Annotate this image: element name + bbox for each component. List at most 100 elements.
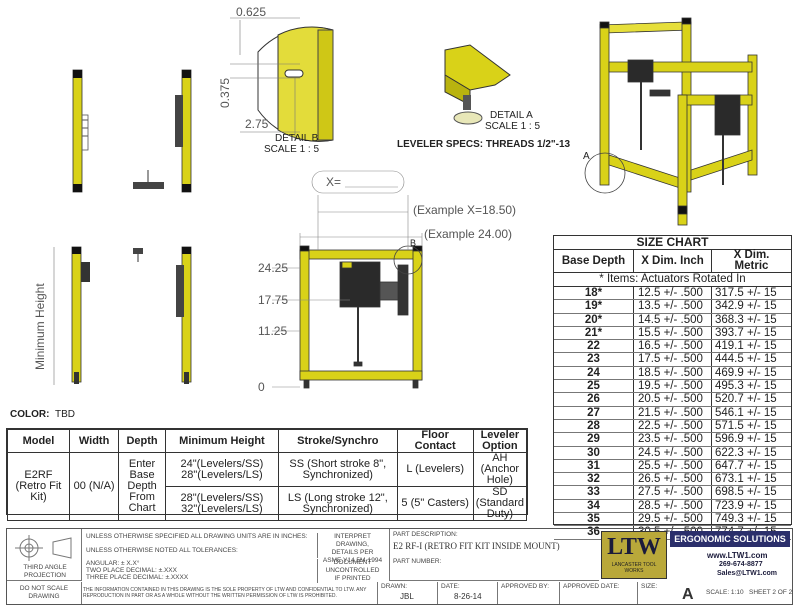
part-number-label: PART NUMBER: [393,558,442,565]
size-chart-x-inch: 23.5 +/- .500 [634,433,712,446]
opt-depth: Enter Base Depth From Chart [118,452,166,521]
size-chart-base-depth: 31 [554,459,634,473]
no-scale-label: DO NOT SCALE DRAWING [7,582,82,604]
iso-callout-circle-a [584,152,626,194]
opt-col-stroke: Stroke/Synchro [278,429,398,453]
size-chart-base-depth: 25 [554,380,634,393]
projection-cell: THIRD ANGLE PROJECTION [7,529,82,581]
size-chart-x-metric: 571.5 +/- 15 [715,419,777,432]
ltw-logo-sub: LANCASTER TOOL WORKS [611,562,657,574]
opt-floor-2: 5 (5" Casters) [396,486,474,521]
approved-by-label: APPROVED BY: [501,583,550,590]
detail-a-title: DETAIL A [490,110,533,121]
ltw-logo: LTW LANCASTER TOOL WORKS [601,531,667,579]
size-chart-title: SIZE CHART [554,236,791,250]
drawn-by: JBL [400,592,414,601]
size-chart-base-depth: 26 [554,393,634,406]
front-example-width: (Example 24.00) [424,227,512,241]
size-chart-x-inch: 18.5 +/- .500 [634,366,712,380]
opt-col-width: Width [68,429,120,453]
size-chart-base-depth: 27 [554,406,634,419]
size-chart-base-depth: 22 [554,340,634,353]
size-chart-x-inch: 25.5 +/- .500 [634,459,712,473]
leveler-specs: LEVELER SPECS: THREADS 1/2"-13 [397,139,571,150]
front-example-x: (Example X=18.50) [413,203,516,217]
size-chart-x-metric: 495.3 +/- 15 [715,380,777,393]
size-chart-x-inch: 19.5 +/- .500 [634,380,712,393]
top-view-right-frame [175,69,192,193]
scale-value: SCALE: 1:10 [706,589,744,596]
size-chart-base-depth: 20* [554,313,634,326]
size-chart-x-inch: 26.5 +/- .500 [634,473,712,486]
date-value: 8-26-14 [454,592,482,601]
size-chart-base-depth: 24 [554,366,634,380]
units-note: UNLESS OTHERWISE SPECIFIED ALL DRAWING U… [86,533,308,540]
options-table: Model Width Depth Minimum Height Stroke/… [6,428,528,521]
confidential-note: THE INFORMATION CONTAINED IN THIS DRAWIN… [83,587,367,599]
size-chart-x-metric: 520.7 +/- 15 [715,393,777,406]
opt-floor-1: L (Levelers) [396,452,474,487]
web-address: www.LTW1.com [707,551,768,560]
size-chart-base-depth: 23 [554,353,634,366]
size-chart-x-inch: 20.5 +/- .500 [634,393,712,406]
size-chart-col-x-inch: X Dim. Inch [634,250,712,272]
size-chart-x-metric: 622.3 +/- 15 [715,446,777,459]
size-chart-x-metric: 723.9 +/- 15 [715,499,777,512]
size-chart-base-depth: 33 [554,486,634,499]
size-chart-base-depth: 34 [554,499,634,513]
detail-b-dim-top: 0.625 [236,5,266,19]
opt-col-floor: Floor Contact [396,429,474,453]
size-chart: SIZE CHART Base Depth X Dim. Inch X Dim.… [553,235,792,540]
projection-icon [15,535,72,561]
opt-leveler-1: AH (Anchor Hole) [472,452,528,487]
options-header-row: Model Width Depth Minimum Height Stroke/… [7,429,528,453]
size-chart-x-inch: 22.5 +/- .500 [634,419,712,433]
size-chart-x-metric: 698.5 +/- 15 [715,486,777,499]
size-chart-base-depth: 32 [554,473,634,486]
size-chart-x-metric: 596.9 +/- 15 [715,433,777,446]
size-chart-x-inch: 28.5 +/- .500 [634,499,712,513]
opt-model: E2RF (Retro Fit Kit) [7,452,70,521]
front-view-frame [299,245,423,389]
size-chart-x-metric: 393.7 +/- 15 [715,326,777,339]
phone-number: 269-674-8877 [719,561,763,568]
detail-b-title: DETAIL B [275,133,319,144]
ltw-logo-text: LTW [607,534,661,560]
size-chart-x-inch: 21.5 +/- .500 [634,406,712,419]
size-chart-note: * Items: Actuators Rotated In [554,273,791,287]
size-cell: SIZE: A [637,582,705,604]
date-cell: DATE: 8-26-14 [437,582,497,604]
height-dim-4: 0 [258,380,265,394]
opt-stroke-1: SS (Short stroke 8", Synchronized) [278,452,398,487]
opt-width: 00 (N/A) [68,452,120,521]
date-label: DATE: [441,583,460,590]
size-chart-x-inch: 14.5 +/- .500 [634,313,712,326]
size-chart-x-inch: 12.5 +/- .500 [634,287,712,300]
detail-b-dim-side: 0.375 [218,78,232,108]
opt-stroke-2: LS (Long stroke 12", Synchronized) [278,486,398,521]
size-chart-x-inch: 16.5 +/- .500 [634,340,712,353]
size-label: SIZE: [641,583,658,590]
side-handle-left [81,114,89,151]
iso-frame [599,17,758,226]
height-dim-1: 24.25 [258,261,288,275]
opt-col-model: Model [7,429,70,453]
size-chart-base-depth: 35 [554,513,634,526]
detail-b-scale: SCALE 1 : 5 [264,144,319,155]
email-address: Sales@LTW1.com [717,570,777,577]
front-x-label: X= [326,175,341,189]
ergo-logo: ERGONOMIC SOLUTIONS [670,531,790,547]
size-chart-x-metric: 647.7 +/- 15 [715,459,777,472]
